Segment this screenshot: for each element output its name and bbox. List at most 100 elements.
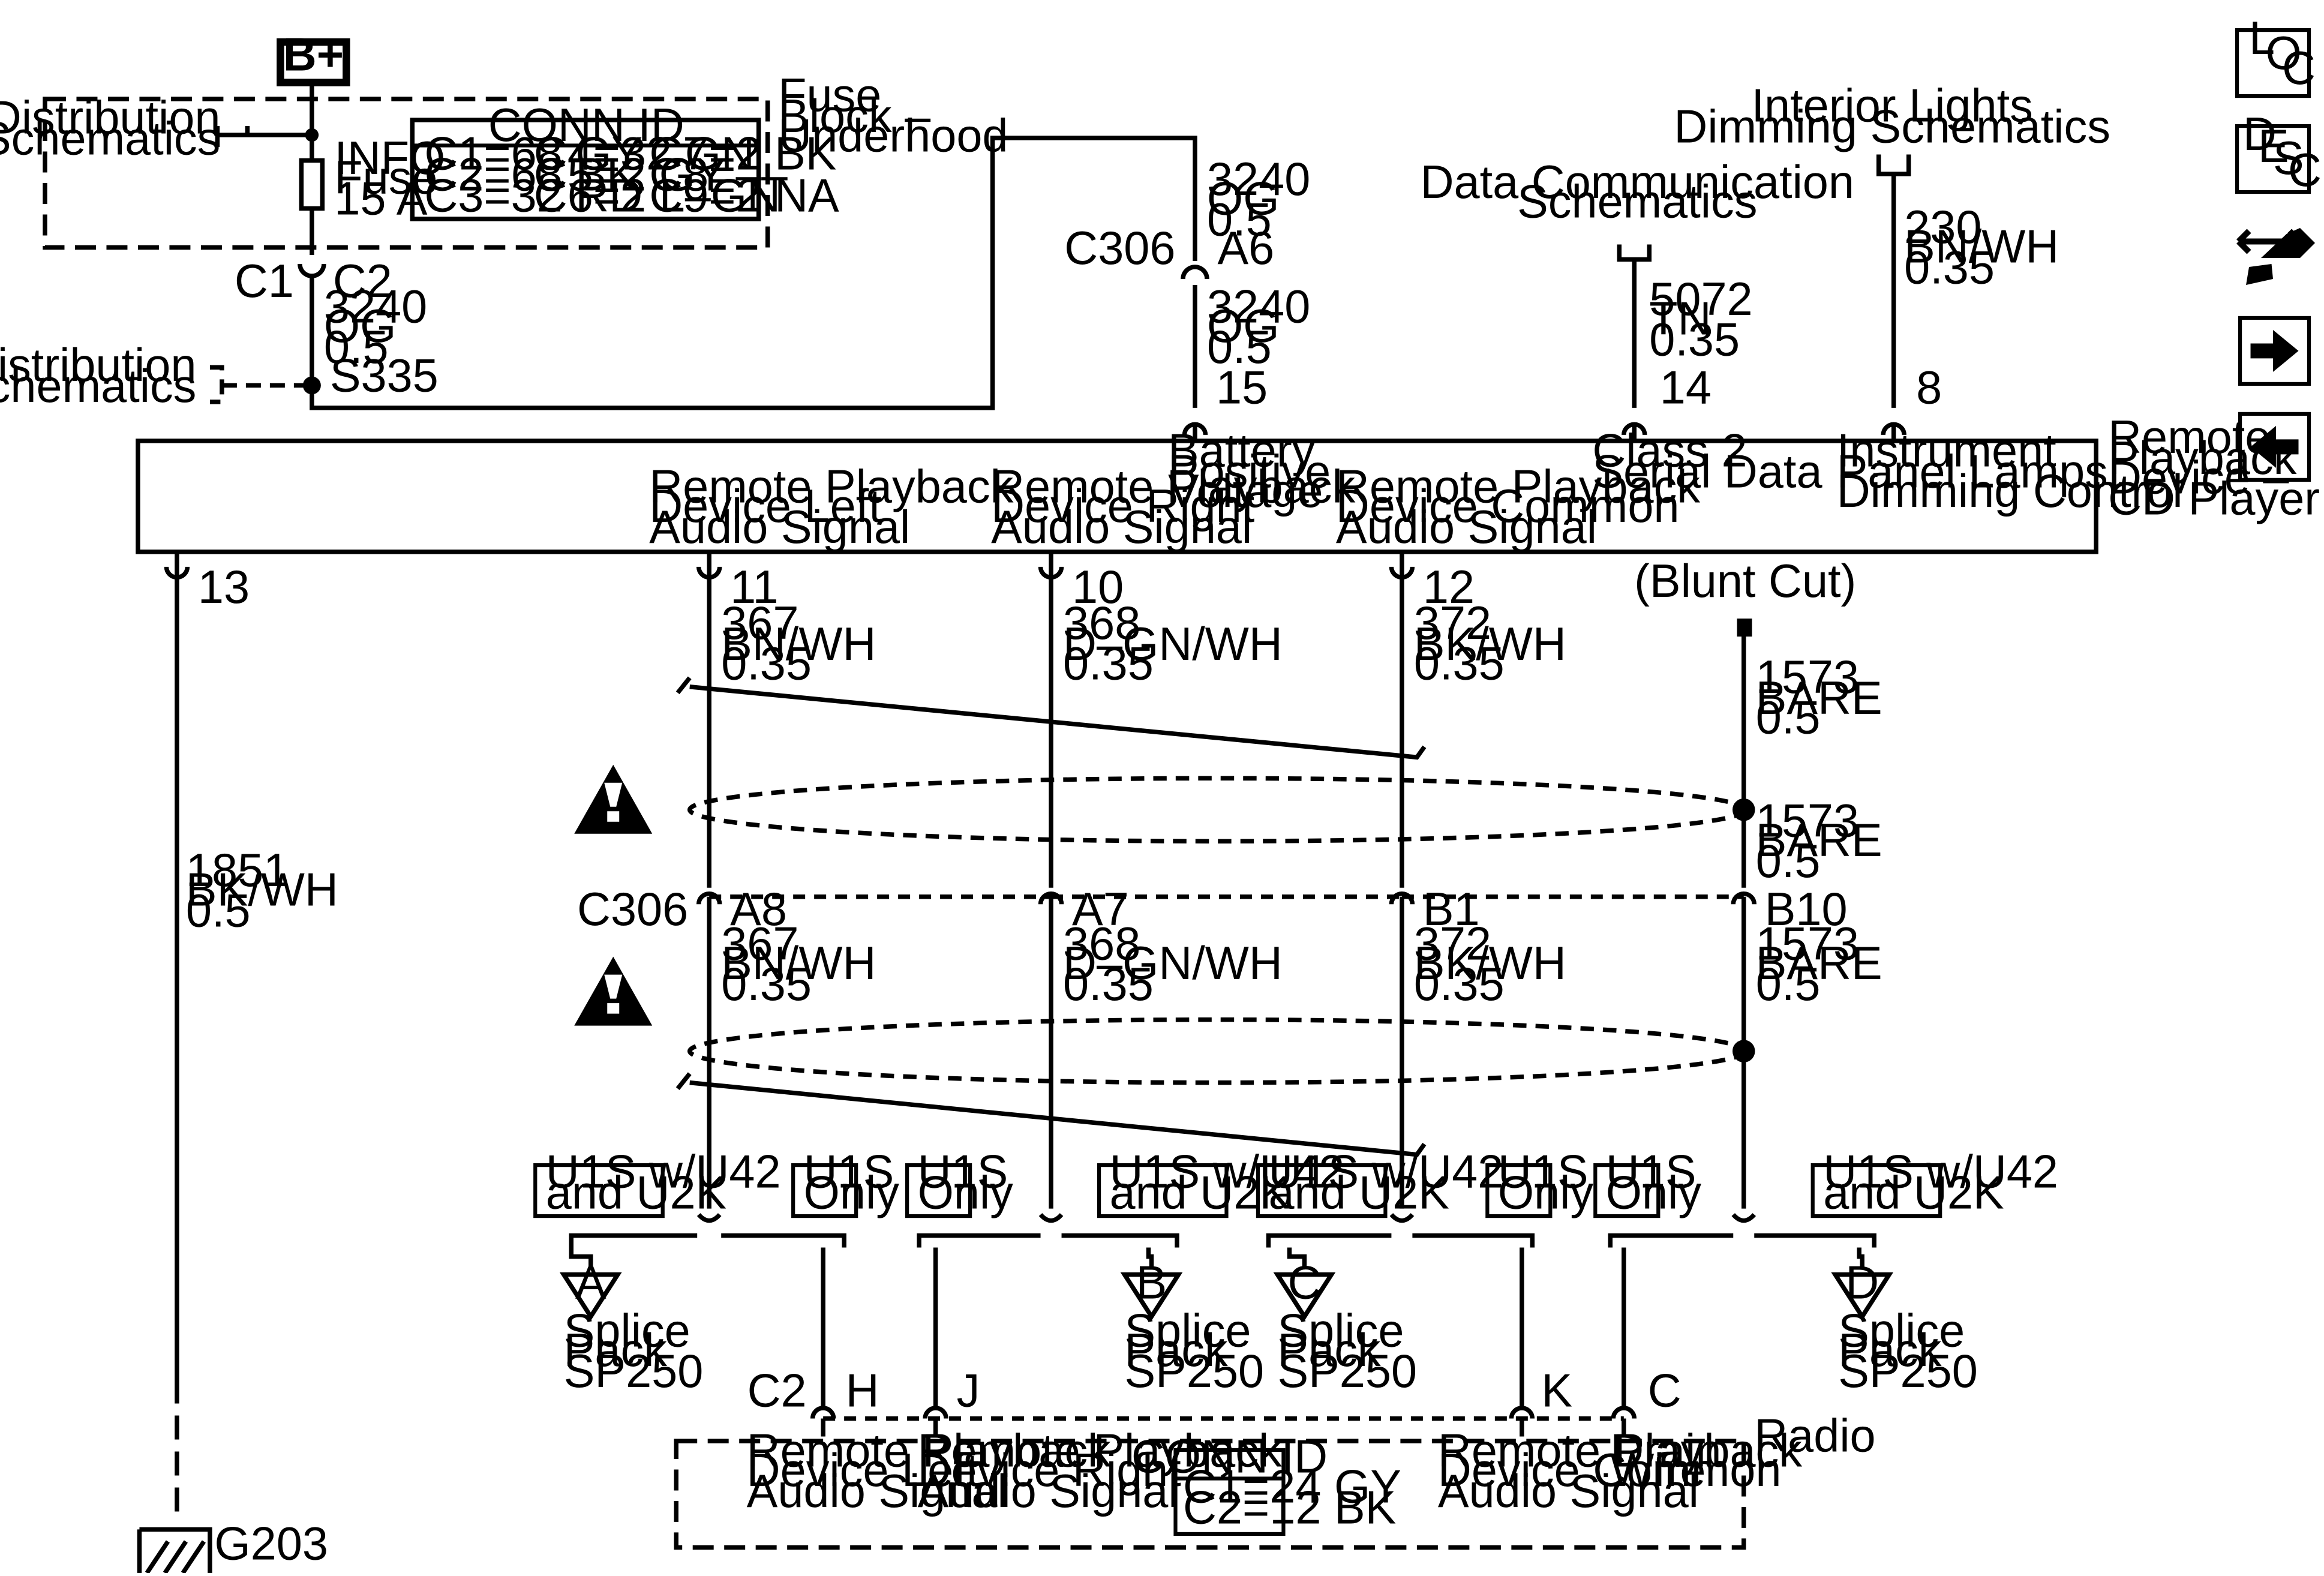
- splice-pack-d-letter: D: [1845, 1257, 1879, 1309]
- fuse-symbol: [299, 158, 325, 211]
- signal-common-2: Device Common: [1336, 481, 1680, 532]
- signal-right-2: Device Right: [991, 481, 1254, 532]
- wire-3240-a-color: OG: [324, 301, 397, 352]
- splice-pack-c-triangle: [1273, 1272, 1336, 1321]
- cd-player-name-3: Device –: [2108, 452, 2289, 503]
- wire-368-upper-number: 368: [1063, 598, 1140, 649]
- drop-b: [1146, 1247, 1154, 1269]
- splice-pack-a-label-2[interactable]: Pack: [564, 1325, 667, 1376]
- wire-5072: [1617, 244, 1652, 408]
- cd-player-name-4: CD Player: [2108, 473, 2320, 524]
- splice-pack-b-label-3[interactable]: SP250: [1125, 1346, 1265, 1397]
- splice-pack-c-label-3[interactable]: SP250: [1277, 1346, 1417, 1397]
- splice-pack-a-label-1[interactable]: Splice: [564, 1305, 690, 1357]
- splice-pack-d-label-1[interactable]: Splice: [1838, 1305, 1965, 1357]
- c306-a7: [1038, 891, 1064, 905]
- wire-1573-b-size: 0.5: [1756, 836, 1821, 887]
- radio-pin-j: [923, 1406, 948, 1437]
- svg-text:C: C: [2282, 43, 2316, 94]
- pin-8-stub: [1881, 422, 1906, 441]
- data-comm-ref-1[interactable]: Data Communication: [1421, 157, 1854, 208]
- interior-lights-ref-2[interactable]: Dimming Schematics: [1674, 101, 2110, 153]
- splice-pack-d-label-3[interactable]: SP250: [1838, 1346, 1978, 1397]
- forward-arrow-button[interactable]: [2238, 316, 2311, 386]
- caution-icon-lower: [574, 956, 653, 1026]
- cd-player-name-1: Remote: [2108, 412, 2271, 463]
- pin-12-stub: [1389, 551, 1415, 580]
- option-7-line-2: Only: [1606, 1167, 1702, 1219]
- wire-372-lower-color: BK/WH: [1414, 938, 1566, 989]
- radio-pin-j-label: J: [957, 1365, 980, 1416]
- wire-230-number: 230: [1904, 202, 1981, 253]
- radio-conn-id-c2: C2=12 BK: [1183, 1482, 1396, 1533]
- option-6-line-2: Only: [1498, 1167, 1594, 1219]
- wire-367-lower-color: BN/WH: [721, 938, 876, 989]
- splice-pack-b-letter: B: [1136, 1257, 1167, 1309]
- pin-8-label: 8: [1916, 362, 1942, 413]
- option-5-line-2: and U2K: [1268, 1167, 1449, 1219]
- power-dist-ref-1[interactable]: Power Distribution: [0, 92, 220, 144]
- branch-common: [1266, 1212, 1535, 1248]
- s335-ref-2[interactable]: Schematics: [0, 361, 196, 412]
- pin-10-label: 10: [1072, 562, 1124, 613]
- c306-top-name: C306: [1064, 223, 1175, 274]
- splice-pack-b-label-2[interactable]: Pack: [1125, 1325, 1228, 1376]
- connector-c2-label: C2: [333, 256, 392, 307]
- wire-3240-c-color: OG: [1207, 301, 1280, 352]
- wire-372-upper-number: 372: [1414, 598, 1491, 649]
- twisted-pair-lower: [675, 1072, 1427, 1157]
- splice-pack-b-label-1[interactable]: Splice: [1125, 1305, 1251, 1357]
- wire-3240-b-color: OG: [1207, 173, 1280, 224]
- wire-1851-color: BK/WH: [186, 864, 338, 916]
- conn-id-c5: C5=2 GY: [534, 149, 726, 201]
- splice-pack-c-label-2[interactable]: Pack: [1277, 1325, 1380, 1376]
- data-comm-ref-2[interactable]: Schematics: [1517, 176, 1757, 227]
- c306-mid-name: C306: [577, 884, 688, 935]
- power-distribution-link: [215, 126, 312, 148]
- nav-description-button[interactable]: D E S C: [2235, 109, 2322, 196]
- wire-1851-number: 1851: [186, 845, 289, 896]
- radio-signal-left-1: Remote Playback: [747, 1425, 1111, 1476]
- wire-1573-b-color: BARE: [1756, 815, 1882, 866]
- conn-id-c2: C2=68 BK: [424, 149, 637, 201]
- radio-signal-right-1: Remote Playback: [918, 1425, 1282, 1476]
- wire-367-upper-number: 367: [721, 598, 798, 649]
- svg-text:C: C: [2288, 145, 2322, 196]
- option-6-line-1: U1S: [1498, 1146, 1589, 1198]
- fuse-block-label-2: Block –: [778, 91, 931, 142]
- caution-icon-upper: [574, 764, 653, 834]
- ground-g203-symbol: [137, 1527, 212, 1574]
- fuse-block-outline: [43, 97, 770, 250]
- splice-pack-a-label-3[interactable]: SP250: [564, 1346, 704, 1397]
- power-dist-ref-2[interactable]: Schematics: [0, 113, 220, 165]
- wire-3240-a-size: 0.5: [324, 322, 389, 373]
- radio-pin-h-label: H: [846, 1365, 879, 1416]
- splice-pack-d-label-2[interactable]: Pack: [1838, 1325, 1941, 1376]
- connector-end-view-icon[interactable]: [2236, 227, 2316, 285]
- conn-id-c9: C9=2 NA: [649, 170, 839, 221]
- drop-a: [569, 1247, 593, 1269]
- back-arrow-button[interactable]: [2238, 412, 2311, 482]
- signal-battery-3: Voltage: [1168, 466, 1323, 517]
- wire-5072-number: 5072: [1649, 274, 1752, 325]
- connector-c1-label: C1: [235, 256, 294, 307]
- wire-372-lower-size: 0.35: [1414, 959, 1505, 1010]
- svg-text:L: L: [2249, 13, 2275, 64]
- svg-text:E: E: [2258, 121, 2289, 172]
- wire-368-upper-size: 0.35: [1063, 638, 1154, 689]
- radio-conn-id-c1: C1=24 GY: [1183, 1461, 1401, 1512]
- interior-lights-ref-1[interactable]: Interior Lights: [1752, 80, 2033, 132]
- splice-pack-b-triangle: [1120, 1272, 1183, 1321]
- nav-location-button[interactable]: L O C: [2235, 13, 2316, 98]
- wire-230-size: 0.35: [1904, 242, 1995, 293]
- c306-pin-a8: A8: [730, 884, 787, 935]
- c306-pin-b1: B1: [1423, 884, 1480, 935]
- splice-pack-c-label-1[interactable]: Splice: [1277, 1305, 1404, 1357]
- radio-connector-label: C2: [747, 1365, 807, 1416]
- c306-a8: [696, 891, 722, 905]
- fuse-name-2: Fuse: [334, 152, 437, 204]
- branch-right: [917, 1212, 1179, 1248]
- s335-ref-1[interactable]: Power Distribution: [0, 340, 196, 391]
